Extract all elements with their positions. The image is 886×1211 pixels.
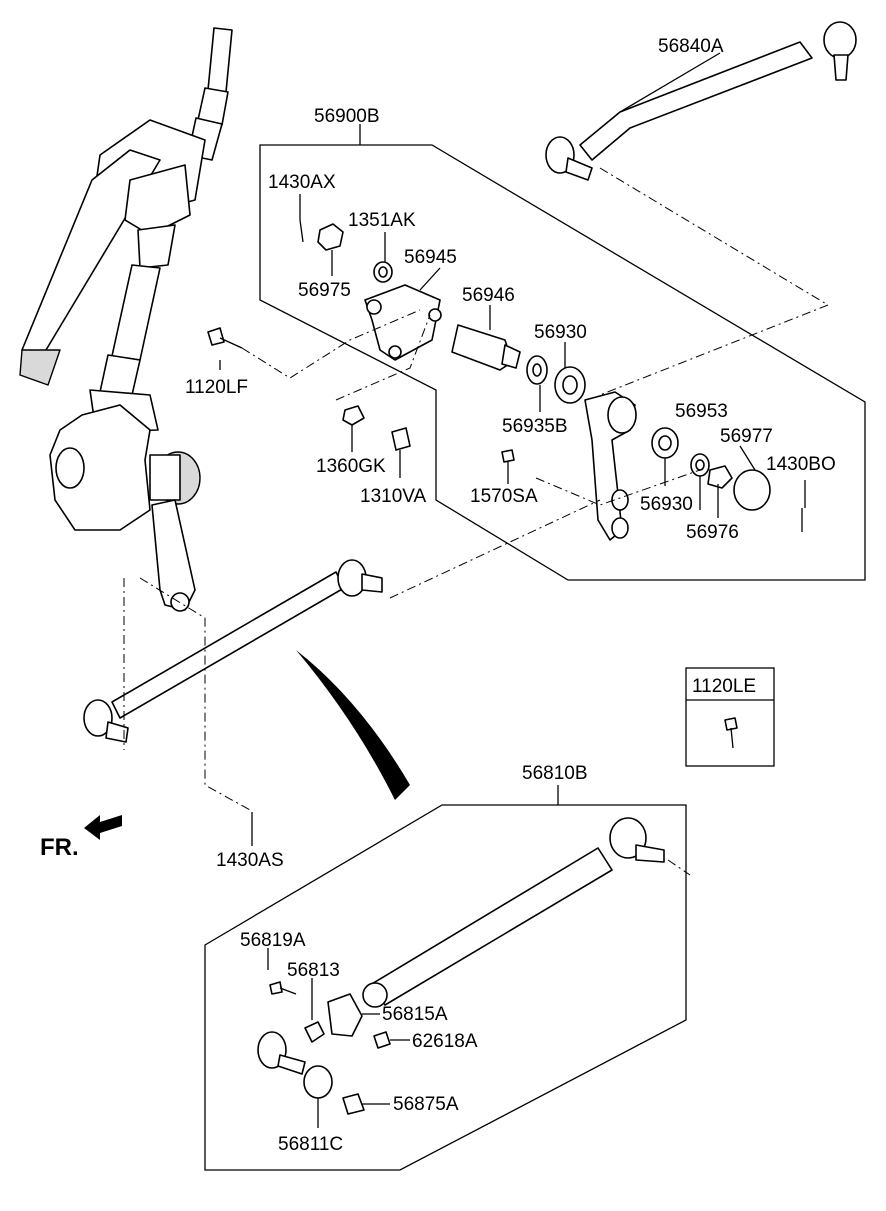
- label-56840A: 56840A: [658, 36, 724, 57]
- front-direction-arrow-icon: [84, 815, 122, 840]
- label-56945: 56945: [404, 247, 457, 268]
- label-56810B: 56810B: [522, 763, 588, 784]
- group-outline-56900B: [259, 144, 866, 581]
- label-1430AX: 1430AX: [268, 172, 336, 193]
- label-1360GK: 1360GK: [316, 456, 386, 477]
- label-56976: 56976: [686, 522, 739, 543]
- label-1430AS: 1430AS: [216, 850, 284, 871]
- label-56977: 56977: [720, 426, 773, 447]
- label-56819A: 56819A: [240, 930, 306, 951]
- label-1351AK: 1351AK: [348, 210, 416, 231]
- label-56946: 56946: [462, 285, 515, 306]
- idler-arm-assembly-56900B: [207, 219, 803, 541]
- steering-column: [19, 27, 233, 612]
- label-56875A: 56875A: [393, 1094, 459, 1115]
- tie-rod-56840A: [545, 21, 857, 181]
- label-56975: 56975: [298, 280, 351, 301]
- label-56900B: 56900B: [314, 106, 380, 127]
- label-56813: 56813: [287, 960, 340, 981]
- label-1120LF: 1120LF: [185, 377, 248, 398]
- label-62618A: 62618A: [412, 1031, 478, 1052]
- leader-lines: [123, 52, 830, 876]
- label-56953: 56953: [675, 401, 728, 422]
- tie-rod-lower-left: [83, 559, 383, 743]
- label-56815A: 56815A: [382, 1004, 448, 1025]
- label-1430BO: 1430BO: [766, 454, 836, 475]
- label-56930-bottom: 56930: [640, 494, 693, 515]
- label-fr: FR.: [40, 834, 79, 861]
- label-56811C: 56811C: [278, 1134, 343, 1155]
- label-56930-top: 56930: [534, 322, 587, 343]
- label-1310VA: 1310VA: [360, 486, 427, 507]
- label-1120LE: 1120LE: [692, 676, 756, 697]
- part-box-1120LE: [685, 667, 775, 767]
- label-1570SA: 1570SA: [470, 486, 538, 507]
- tie-rod-assembly-56810B: [204, 785, 687, 1171]
- assembly-direction-arrow: [296, 650, 410, 800]
- part-labels: 56840A 56900B 1430AX 1351AK 56945 56975 …: [40, 36, 836, 1155]
- label-56935B: 56935B: [502, 416, 568, 437]
